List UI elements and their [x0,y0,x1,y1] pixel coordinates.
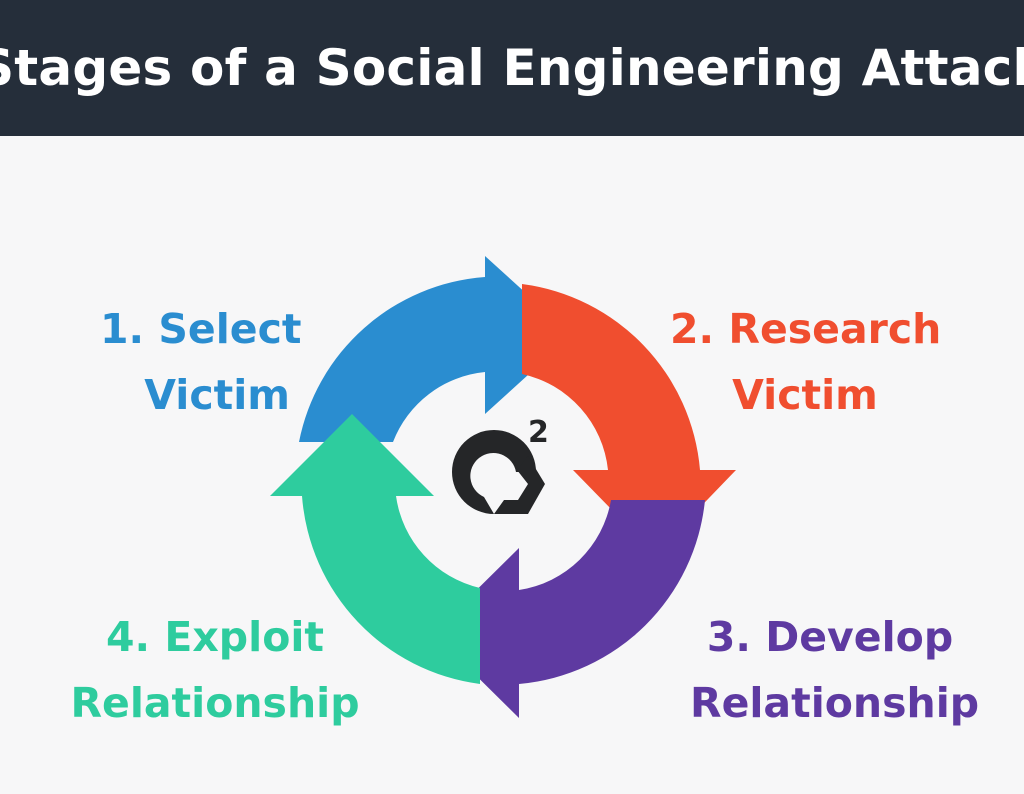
stage-line1: Research [728,305,942,353]
cycle-arrows: 2 [270,256,736,718]
cycle-diagram: 2 1. Select Victim 2. Research Victim 3.… [0,136,1024,794]
stage-number: 1. [100,305,145,353]
stage-line1: Exploit [164,613,325,661]
arrow-select-victim [299,256,572,442]
stage-line2: Victim [732,371,878,419]
arrow-research-victim [522,284,736,554]
stage-label-exploit-relationship: 4. Exploit Relationship [70,604,360,736]
stage-line2: Relationship [70,679,360,727]
header-bar: Stages of a Social Engineering Attack [0,0,1024,136]
stage-number: 4. [105,613,151,661]
g2-logo-icon: 2 [452,415,549,514]
stage-line1: Develop [765,613,954,661]
arrow-develop-relationship [433,500,705,718]
stage-label-select-victim: 1. Select Victim [100,296,302,428]
stage-label-research-victim: 2. Research Victim [670,296,942,428]
svg-text:2: 2 [528,415,549,450]
stage-line2: Relationship [690,679,980,727]
stage-number: 3. [706,613,751,661]
stage-number: 2. [670,305,715,353]
stage-line2: Victim [144,371,290,419]
page-title: Stages of a Social Engineering Attack [0,39,1024,97]
stage-label-develop-relationship: 3. Develop Relationship [690,604,980,736]
stage-line1: Select [158,305,302,353]
arrow-exploit-relationship [270,414,480,684]
